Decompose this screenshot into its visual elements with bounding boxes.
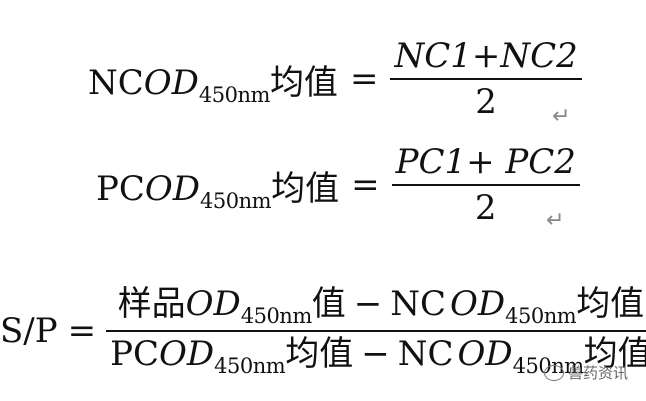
- eq2-sub: 450nm: [200, 188, 272, 213]
- eq3-fraction-bar: [106, 330, 646, 332]
- eq3-den-minus: −: [361, 334, 390, 374]
- eq1-fraction-bar: [390, 78, 582, 80]
- eq3-den-var1: OD: [159, 334, 215, 374]
- return-mark-1: ↵: [552, 104, 571, 129]
- eq3-num-sub1: 450nm: [240, 304, 313, 328]
- return-mark-2: ↵: [546, 208, 565, 233]
- eq1-var: OD: [143, 62, 199, 103]
- watermark-text: 兽药资讯: [567, 364, 628, 382]
- eq1-denominator: 2: [475, 82, 497, 122]
- equation-sp-ratio: S/P = 样品 OD 450nm 值 − NC OD 450nm 均值 PC …: [0, 282, 646, 380]
- eq3-num-var2: OD: [450, 284, 506, 324]
- eq3-num-word2: 值: [311, 284, 346, 324]
- eq3-den-word2: 均值: [583, 334, 646, 374]
- eq1-sub: 450nm: [198, 82, 271, 107]
- eq3-denominator: PC OD 450nm 均值 − NC OD 450nm 均值: [106, 332, 646, 380]
- eq2-var: OD: [144, 168, 201, 209]
- eq1-numerator: NC1+NC2: [394, 36, 578, 76]
- eq1-prefix: NC: [88, 62, 144, 103]
- eq2-denominator: 2: [474, 188, 497, 228]
- watermark: 兽药资讯: [543, 362, 628, 383]
- eq3-lhs: S/P: [0, 311, 58, 351]
- eq1-lhs: NC OD 450nm 均值: [88, 55, 338, 107]
- equation-nc-mean: NC OD 450nm 均值 = NC1+NC2 2: [88, 34, 582, 124]
- eq1-fraction: NC1+NC2 2: [390, 34, 582, 124]
- eq3-numerator: 样品 OD 450nm 值 − NC OD 450nm 均值: [114, 282, 646, 330]
- eq3-den-prefix2: NC: [397, 334, 454, 374]
- eq3-num-prefix: NC: [390, 284, 447, 324]
- eq2-numerator: PC1+ PC2: [395, 142, 576, 182]
- eq3-den-word1: 均值: [285, 334, 354, 374]
- eq3-den-prefix1: PC: [110, 334, 160, 374]
- equation-pc-mean: PC OD 450nm 均值 = PC1+ PC2 2: [96, 140, 580, 230]
- eq3-den-var2: OD: [457, 334, 513, 374]
- eq2-equals: =: [351, 165, 380, 205]
- eq3-num-var1: OD: [185, 284, 241, 324]
- eq2-prefix: PC: [96, 168, 145, 209]
- eq2-word: 均值: [271, 168, 340, 209]
- eq3-fraction: 样品 OD 450nm 值 − NC OD 450nm 均值 PC OD 450…: [106, 282, 646, 380]
- eq2-fraction-bar: [391, 184, 580, 186]
- eq3-num-minus: −: [353, 284, 383, 324]
- eq3-num-word1: 样品: [117, 284, 186, 324]
- eq3-num-word3: 均值: [576, 284, 645, 324]
- eq3-equals: =: [67, 311, 97, 351]
- eq1-equals: =: [349, 59, 379, 99]
- eq2-lhs: PC OD 450nm 均值: [96, 161, 340, 213]
- eq1-word: 均值: [269, 62, 338, 103]
- eq3-den-sub1: 450nm: [214, 354, 286, 378]
- eq3-num-sub2: 450nm: [505, 304, 577, 328]
- eq2-fraction: PC1+ PC2 2: [391, 140, 580, 230]
- wechat-icon: [543, 364, 564, 381]
